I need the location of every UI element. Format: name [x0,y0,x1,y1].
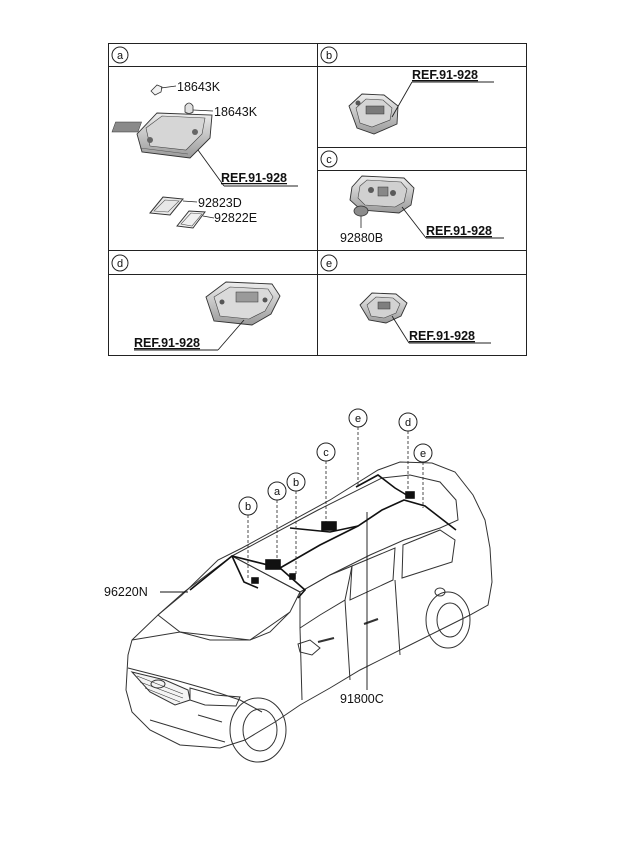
svg-text:a: a [117,50,124,62]
vehicle-fuel-cap [434,587,446,597]
label-92823d: 92823D [198,196,242,210]
ref-label-b: REF.91-928 [412,68,478,82]
callout-a: a [267,481,287,501]
panel-b: REF.91-928 [348,68,494,135]
vehicle-rear-window [401,529,456,579]
label-91800c: 91800C [340,692,384,706]
leader-e-ref [391,315,410,344]
sensor-part-92880b [353,205,369,228]
panel-b-letter: b [320,46,338,64]
vehicle-callouts: e d c e a b b [238,408,433,516]
svg-text:e: e [355,413,361,425]
vehicle-grille-slats [136,675,184,703]
panel-letters: a b c d e [111,46,338,272]
clip-part-2 [184,102,214,114]
harness-rear-branch [355,474,411,498]
vehicle-headlight [189,687,241,707]
overhead-console-d [205,281,281,326]
vehicle-door-line-1 [299,627,303,701]
vehicle-mirror [297,639,321,656]
panel-e: REF.91-928 [359,292,491,344]
vehicle-badge [150,679,166,689]
svg-text:b: b [293,477,299,489]
vehicle-middle-window [349,547,396,601]
svg-text:d: d [405,417,411,429]
callout-b-left: b [238,496,258,516]
detail-grid [108,43,527,356]
panel-a: 18643K 18643K REF.91-928 92823D [111,80,298,229]
leader-c-ref [401,206,427,239]
connector-b2 [289,573,296,580]
callout-d: d [398,412,418,432]
vehicle-fog-light [197,714,223,723]
ref-label-e: REF.91-928 [409,329,475,343]
svg-text:d: d [117,258,123,270]
svg-text:e: e [326,258,332,270]
wiring-harness [160,474,457,690]
vehicle-bumper-line [127,667,263,713]
label-92822e: 92822E [214,211,257,225]
connector-d [405,491,415,499]
vehicle-door-handle-1 [317,637,335,643]
ref-label-a: REF.91-928 [221,171,287,185]
vehicle-hood-line [131,611,291,641]
vehicle-body-outline [125,461,493,749]
vehicle-rear-wheel [425,591,471,649]
vehicle-door-handle-2 [363,618,379,625]
clip-part-1 [150,84,177,96]
overhead-console-e [359,292,408,324]
vehicle-rear-rim [436,602,464,638]
callout-e-rear: e [413,443,433,463]
harness-roof-main [279,499,457,569]
label-18643k-2: 18643K [214,105,258,119]
vehicle-lower-grille [149,719,226,743]
vehicle-front-wheel [229,697,287,763]
vehicle-illustration [125,461,493,763]
lens-part-1 [149,196,198,216]
panel-e-letter: e [320,254,338,272]
leader-b-ref [391,81,413,118]
ref-label-c: REF.91-928 [426,224,492,238]
label-92880b: 92880B [340,231,383,245]
panel-d-letter: d [111,254,129,272]
overhead-console-c [349,175,415,214]
leader-a-ref [197,149,225,187]
harness-branch-b [231,555,259,589]
svg-text:b: b [245,501,251,513]
callout-e-top: e [348,408,368,428]
vehicle-windshield [157,555,301,641]
svg-text:a: a [274,486,281,498]
overhead-console-b [348,93,399,135]
connector-c [321,521,337,531]
connector-b1 [251,577,259,584]
harness-roof-branch-c [289,525,359,533]
svg-text:e: e [420,448,426,460]
callout-leaders [247,427,424,580]
panel-d: REF.91-928 [134,281,281,351]
panel-a-letter: a [111,46,129,64]
svg-text:c: c [323,447,329,459]
panel-c: 92880B REF.91-928 [340,175,504,245]
vehicle-door-line-3 [394,579,401,656]
connector-a [265,559,281,570]
label-96220n: 96220N [104,585,148,599]
svg-text:c: c [326,154,332,166]
ref-label-d: REF.91-928 [134,336,200,350]
panel-c-letter: c [320,150,338,168]
vehicle-front-rim [242,708,278,752]
callout-b-right: b [286,472,306,492]
callout-c: c [316,442,336,462]
label-18643k-1: 18643K [177,80,221,94]
overhead-console-a [111,112,213,159]
vehicle-door-line-2 [344,599,351,681]
svg-text:b: b [326,50,332,62]
lens-part-2 [176,210,215,229]
leader-d-ref [217,319,245,351]
